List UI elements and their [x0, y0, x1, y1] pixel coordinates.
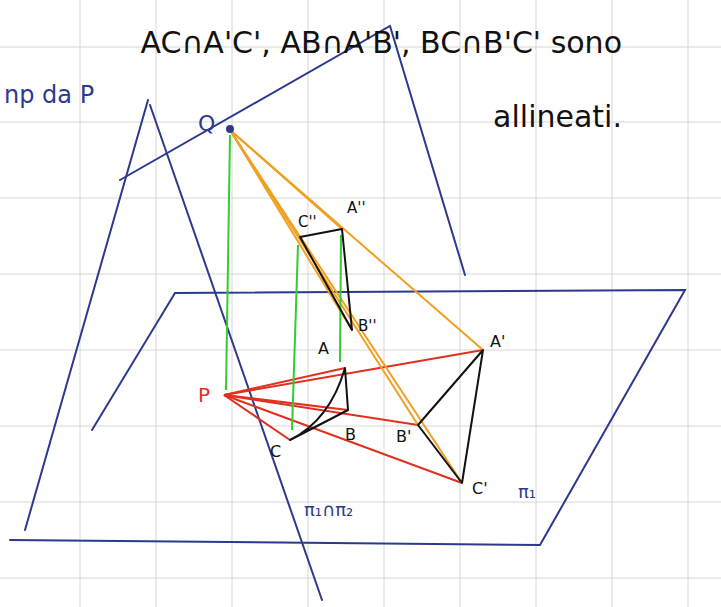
- point-label: A'': [347, 200, 366, 217]
- rays-from-p: [224, 350, 483, 483]
- point-label: C': [472, 480, 488, 498]
- point-label: C: [270, 443, 281, 461]
- point-label: C'': [298, 214, 317, 231]
- point-label: P: [198, 384, 210, 406]
- rays-from-q: [230, 130, 483, 483]
- projections: [226, 135, 341, 430]
- title-text: AC∩A'C', AB∩A'B', BC∩B'C' sono allineati…: [22, 6, 622, 154]
- triangles: [290, 229, 483, 483]
- point-label: np da P: [4, 82, 94, 108]
- point-label: π₁: [518, 482, 536, 502]
- point-q: [226, 125, 234, 133]
- point-label: B: [345, 426, 356, 444]
- point-label: B'': [358, 318, 377, 335]
- point-label: A': [490, 333, 505, 351]
- point-label: A: [318, 340, 329, 358]
- point-label: Q: [198, 112, 215, 136]
- point-label: π₁∩π₂: [304, 500, 353, 520]
- point-label: B': [396, 428, 411, 446]
